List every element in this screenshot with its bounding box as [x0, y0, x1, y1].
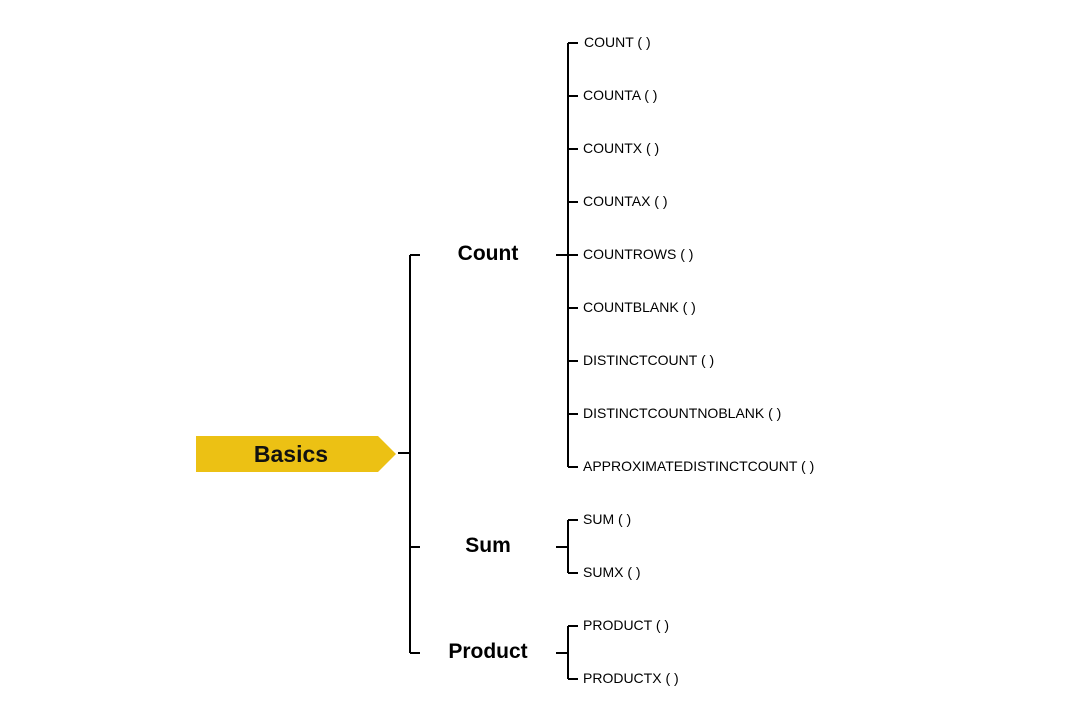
root-node-shape	[196, 436, 396, 472]
leaf-distinctcount: DISTINCTCOUNT ( )	[583, 352, 715, 368]
leaf-productx: PRODUCTX ( )	[583, 670, 679, 686]
leaf-counta: COUNTA ( )	[583, 87, 658, 103]
leaf-product: PRODUCT ( )	[583, 617, 670, 633]
leaf-distinctcountnoblank: DISTINCTCOUNTNOBLANK ( )	[583, 405, 782, 421]
leaf-sum: SUM ( )	[583, 511, 632, 527]
leaf-countax: COUNTAX ( )	[583, 193, 668, 209]
leaf-sumx: SUMX ( )	[583, 564, 641, 580]
leaf-countx: COUNTX ( )	[583, 140, 660, 156]
leaf-countrows: COUNTROWS ( )	[583, 246, 694, 262]
root-node-label: Basics	[253, 441, 329, 467]
group-label-sum: Sum	[465, 534, 511, 557]
leaf-count: COUNT ( )	[584, 34, 651, 50]
group-label-product: Product	[448, 640, 528, 663]
leaf-approximatedistinctcount: APPROXIMATEDISTINCTCOUNT ( )	[583, 458, 815, 474]
leaf-countblank: COUNTBLANK ( )	[583, 299, 696, 315]
group-label-count: Count	[457, 242, 519, 265]
